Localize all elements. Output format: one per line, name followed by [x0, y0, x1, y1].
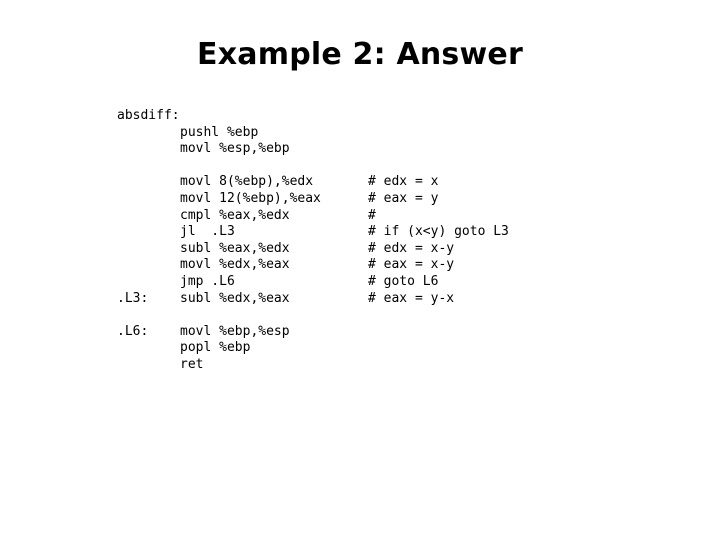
code-line: cmpl %eax,%edx # [117, 208, 509, 225]
code-line: pushl %ebp [117, 125, 509, 142]
code-instruction: ret [180, 356, 204, 372]
code-comment: # edx = x-y [368, 240, 455, 256]
code-instruction: jmp .L6 [180, 273, 235, 289]
code-instruction: subl %eax,%edx [180, 240, 290, 256]
code-label: absdiff: [117, 108, 180, 123]
code-comment: # eax = x-y [368, 257, 455, 273]
code-line: ret [117, 357, 509, 374]
code-line: popl %ebp [117, 340, 509, 357]
code-line: .L3: subl %edx,%eax # eax = y-x [117, 291, 509, 308]
code-label: .L6: [117, 323, 149, 339]
code-line: movl 8(%ebp),%edx # edx = x [117, 174, 509, 191]
code-line: .L6: movl %ebp,%esp [117, 324, 509, 341]
page-title: Example 2: Answer [197, 37, 523, 72]
code-line: movl %esp,%ebp [117, 141, 509, 158]
code-instruction: jl .L3 [180, 224, 235, 240]
code-instruction: movl 8(%ebp),%edx [180, 174, 314, 190]
code-instruction: popl %ebp [180, 340, 251, 356]
code-line: jmp .L6 # goto L6 [117, 274, 509, 291]
code-comment: # goto L6 [368, 273, 439, 289]
code-instruction: subl %edx,%eax [180, 290, 290, 306]
code-instruction: movl %ebp,%esp [180, 323, 290, 339]
code-instruction: pushl %ebp [180, 124, 259, 140]
code-line-blank [117, 307, 509, 324]
code-line: movl 12(%ebp),%eax # eax = y [117, 191, 509, 208]
code-line: jl .L3 # if (x<y) goto L3 [117, 224, 509, 241]
code-comment: # edx = x [368, 174, 439, 190]
code-line: subl %eax,%edx # edx = x-y [117, 241, 509, 258]
code-line: absdiff: [117, 108, 509, 125]
code-comment: # eax = y-x [368, 290, 455, 306]
code-line: movl %edx,%eax # eax = x-y [117, 257, 509, 274]
code-comment: # eax = y [368, 190, 439, 206]
code-instruction: movl 12(%ebp),%eax [180, 190, 321, 206]
code-instruction: movl %edx,%eax [180, 257, 290, 273]
code-label: .L3: [117, 290, 149, 306]
code-instruction: cmpl %eax,%edx [180, 207, 290, 223]
code-line-blank [117, 158, 509, 175]
code-comment: # [368, 207, 376, 223]
code-comment: # if (x<y) goto L3 [368, 224, 509, 240]
code-instruction: movl %esp,%ebp [180, 141, 290, 157]
